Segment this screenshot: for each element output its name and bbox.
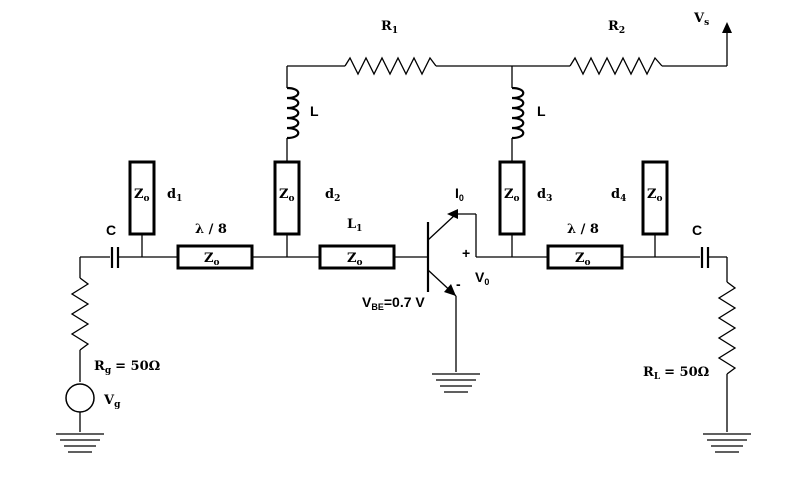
label-l-right: L — [537, 103, 546, 119]
resistor-rg — [70, 277, 90, 351]
stub-d4 — [641, 160, 669, 236]
transistor-collector — [427, 213, 457, 241]
label-d1: d1 — [167, 187, 182, 204]
label-plus: + — [462, 245, 470, 261]
current-arrow-icon — [447, 209, 458, 219]
label-d2: d2 — [325, 187, 340, 204]
label-l1: L1 — [347, 217, 362, 234]
label-i0: I0 — [455, 185, 464, 203]
resistor-r1 — [344, 56, 437, 76]
label-z-stub1: Zo — [134, 187, 150, 204]
label-l-left: L — [310, 103, 319, 119]
stub-d1 — [128, 160, 156, 236]
emitter-arrow-icon — [444, 284, 456, 296]
label-vs: Vs — [693, 11, 709, 28]
resistor-rl — [717, 281, 737, 375]
vs-arrow-icon — [722, 22, 732, 33]
label-vg: Vg — [103, 393, 121, 410]
label-r2: R2 — [608, 19, 625, 36]
label-vbe: VBE=0.7 V — [362, 294, 425, 312]
label-z-stub2: Zo — [279, 187, 295, 204]
resistor-r2 — [569, 56, 663, 76]
inductor-right — [511, 86, 525, 140]
label-rl: RL= 50Ω — [643, 365, 709, 382]
label-z-stub4: Zo — [647, 187, 663, 204]
label-z-stub3: Zo — [504, 187, 520, 204]
inductor-left — [286, 86, 300, 140]
label-c-right: C — [692, 222, 702, 238]
label-v0: V0 — [475, 269, 489, 287]
stub-d3 — [498, 160, 526, 236]
label-c-left: C — [106, 222, 116, 238]
label-rg: Rg= 50Ω — [94, 359, 160, 376]
label-z-series-l1: Zo — [347, 251, 363, 268]
label-d3: d3 — [537, 187, 552, 204]
source-vg — [65, 383, 95, 413]
label-z-series-right: Zo — [575, 251, 591, 268]
label-minus: - — [456, 276, 461, 292]
label-r1: R1 — [381, 19, 398, 36]
label-z-series-left: Zo — [204, 251, 220, 268]
label-lambda-right: λ / 8 — [567, 222, 599, 237]
label-d4: d4 — [611, 187, 626, 204]
label-lambda-left: λ / 8 — [195, 222, 227, 237]
